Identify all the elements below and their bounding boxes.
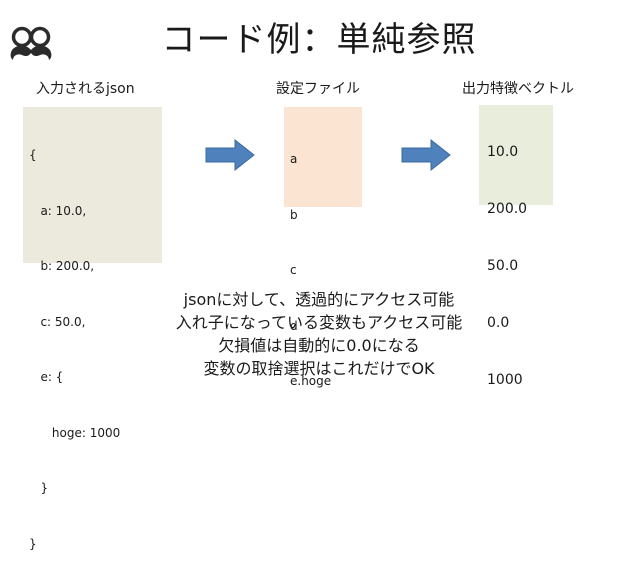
input-json-label: 入力されるjson xyxy=(36,81,135,97)
description-line: 入れ子になっている変数もアクセス可能 xyxy=(175,313,463,332)
json-line: b: 200.0, xyxy=(29,259,95,273)
json-line: { xyxy=(29,148,37,162)
description-line: 欠損値は自動的に0.0になる xyxy=(218,336,420,355)
json-line: } xyxy=(29,481,49,495)
vector-value: 50.0 xyxy=(487,258,519,274)
description-line: 変数の取捨選択はこれだけでOK xyxy=(203,359,435,378)
mustache-glasses-logo-icon xyxy=(10,26,52,60)
config-line: b xyxy=(290,207,298,222)
vector-value: 1000 xyxy=(487,372,523,388)
config-file-box: a b c d e.hoge xyxy=(284,107,362,388)
config-line: e.hoge xyxy=(290,374,332,388)
config-line: a xyxy=(290,152,298,166)
config-line: d xyxy=(290,318,298,333)
input-json-box: { a: 10.0, b: 200.0, c: 50.0, e: { hoge:… xyxy=(23,107,162,551)
json-line: a: 10.0, xyxy=(29,203,87,218)
json-line: e: { xyxy=(29,370,64,384)
config-file-label: 設定ファイル xyxy=(276,81,360,97)
output-vector-box: 10.0 200.0 50.0 0.0 1000 xyxy=(479,105,553,388)
vector-value: 0.0 xyxy=(487,315,510,331)
config-line: c xyxy=(290,263,297,277)
page-title: コード例：単純参照 xyxy=(161,20,477,60)
json-line: } xyxy=(29,536,37,551)
json-line: hoge: 1000 xyxy=(29,425,121,440)
description-line: jsonに対して、透過的にアクセス可能 xyxy=(183,290,455,309)
description-text: jsonに対して、透過的にアクセス可能 入れ子になっている変数もアクセス可能 欠… xyxy=(0,288,638,380)
right-arrow-icon xyxy=(401,139,451,171)
right-arrow-icon xyxy=(205,139,255,171)
vector-value: 10.0 xyxy=(487,144,519,160)
vector-value: 200.0 xyxy=(487,201,528,217)
output-vector-label: 出力特徴ベクトル xyxy=(462,81,574,97)
json-line: c: 50.0, xyxy=(29,314,86,329)
